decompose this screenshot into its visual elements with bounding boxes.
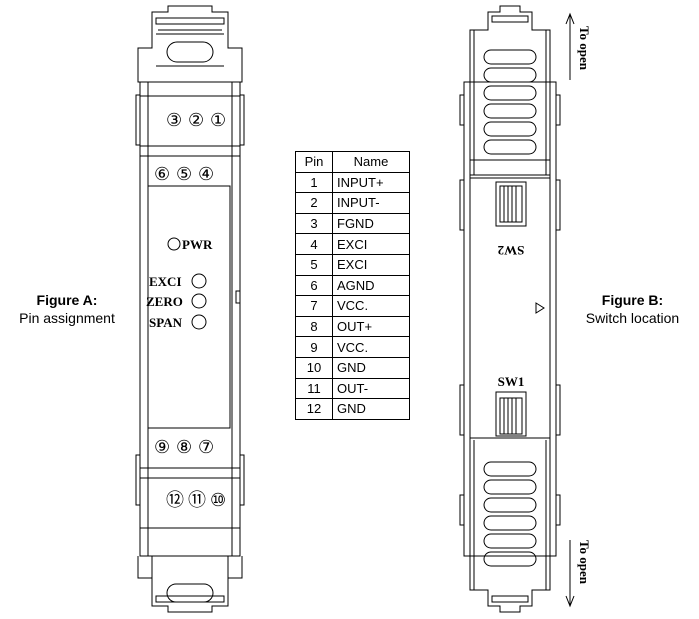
figure-a-title: Figure A: [36, 292, 98, 308]
figure-b-subtitle: Switch location [585, 310, 680, 326]
pin-name-cell: EXCI [332, 253, 410, 276]
pin-name-cell: GND [332, 356, 410, 379]
name-header: Name [332, 151, 410, 173]
figure-b-caption: Figure B: Switch location [566, 291, 699, 327]
pin-table-header: Pin Name [295, 151, 410, 173]
pin-number-cell: 4 [295, 233, 333, 255]
figure-b-title: Figure B: [601, 292, 664, 308]
pin-number-cell: 10 [295, 356, 333, 379]
pin-number-cell: 7 [295, 295, 333, 317]
figure-a-caption: Figure A: Pin assignment [0, 291, 134, 327]
pin-number-cell: 12 [295, 398, 333, 420]
pin-name-cell: VCC. [332, 336, 410, 358]
pin-number-cell: 2 [295, 192, 333, 214]
figure-a-subtitle: Pin assignment [19, 310, 115, 326]
pin-number-cell: 1 [295, 171, 333, 194]
pin-name-cell: INPUT+ [332, 171, 410, 194]
pin-name-cell: FGND [332, 212, 410, 235]
pin-number-cell: 8 [295, 315, 333, 338]
pin-name-cell: INPUT- [332, 192, 410, 214]
pin-name-cell: VCC. [332, 295, 410, 317]
pin-number-cell: 11 [295, 377, 333, 400]
pin-name-cell: OUT+ [332, 315, 410, 338]
pin-header: Pin [295, 151, 333, 173]
pin-number-cell: 5 [295, 253, 333, 276]
pin-number-cell: 6 [295, 274, 333, 297]
pin-name-cell: AGND [332, 274, 410, 297]
pin-number-cell: 3 [295, 212, 333, 235]
pin-name-cell: GND [332, 398, 410, 420]
pin-name-cell: EXCI [332, 233, 410, 255]
pin-name-cell: OUT- [332, 377, 410, 400]
pin-number-cell: 9 [295, 336, 333, 358]
